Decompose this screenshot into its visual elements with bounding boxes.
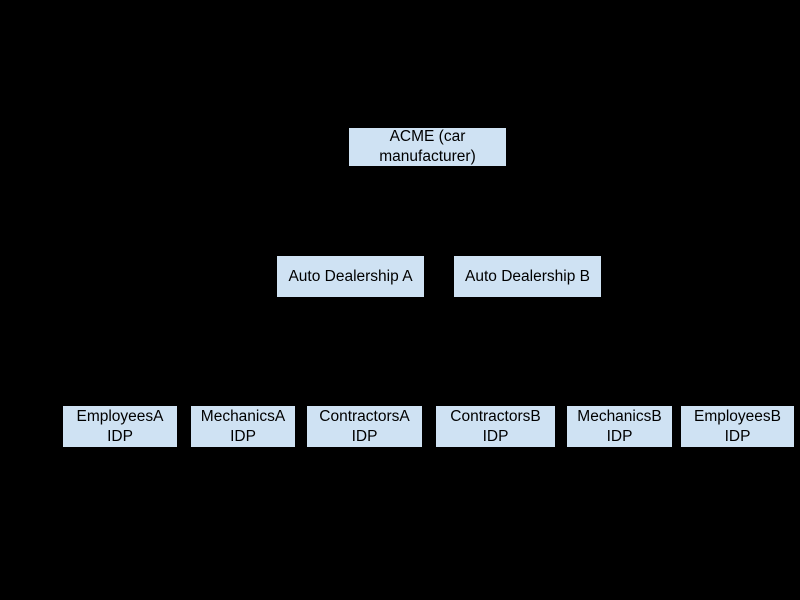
node-auto-dealership-a: Auto Dealership A [276, 255, 425, 298]
node-mechanics-b-idp: MechanicsB IDP [566, 405, 673, 448]
node-employees-b-idp: EmployeesB IDP [680, 405, 795, 448]
node-contractors-b-idp: ContractorsB IDP [435, 405, 556, 448]
node-employees-a-idp: EmployeesA IDP [62, 405, 178, 448]
node-mechanics-a-idp: MechanicsA IDP [190, 405, 296, 448]
node-contractors-a-idp: ContractorsA IDP [306, 405, 423, 448]
node-auto-dealership-b: Auto Dealership B [453, 255, 602, 298]
node-acme-car-manufacturer: ACME (car manufacturer) [348, 127, 507, 167]
